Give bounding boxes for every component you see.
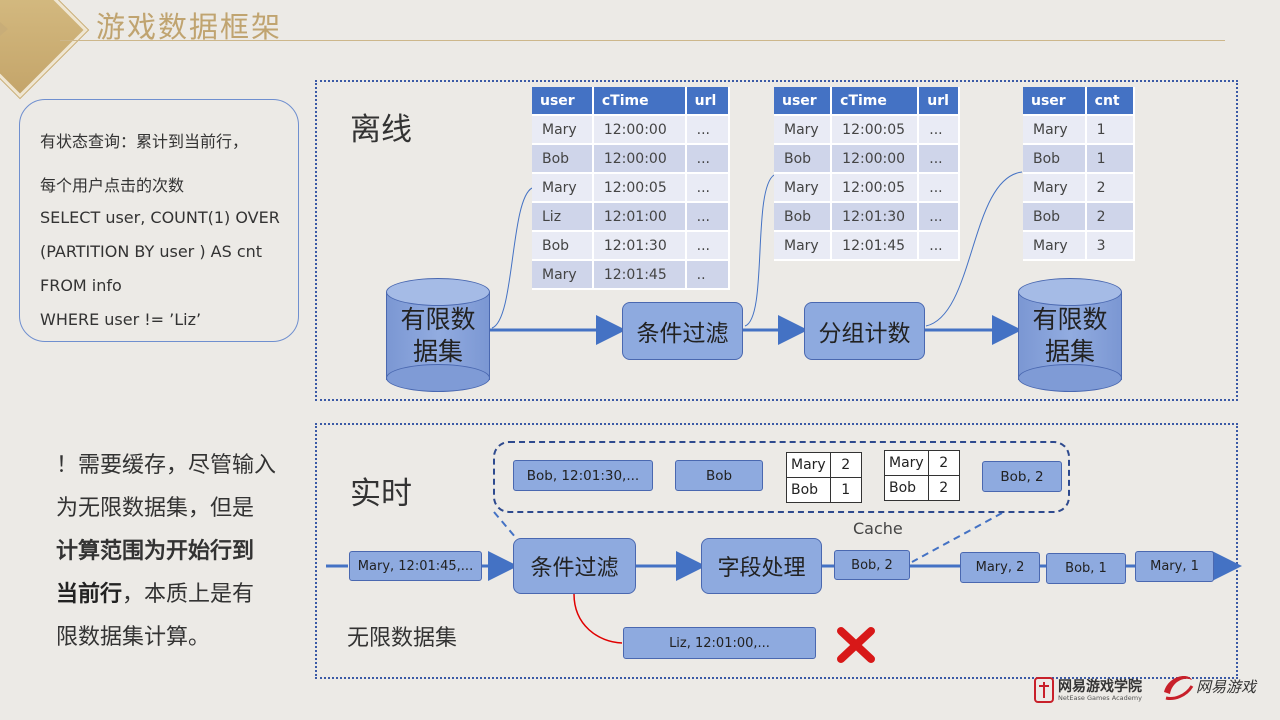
academy-logo-text: 网易游戏学院 [1058,679,1142,695]
query-line: 有状态查询：累计到当前行， [40,132,249,151]
query-line: WHERE user != ’Liz’ [40,310,202,329]
query-line: 每个用户点击的次数 [40,176,185,195]
netease-games-logo-text: 网易游戏 [1196,678,1257,696]
note-line: 限数据集计算。 [56,625,211,650]
note-line: 当前行，本质上是有 [56,582,255,607]
output-chip: Bob, 1 [1046,553,1126,584]
output-chip: Mary, 2 [960,552,1040,583]
offline-filter-box: 条件过滤 [622,302,743,360]
table-header: cTime [831,87,920,116]
note-line: 为无限数据集，但是 [56,496,255,521]
note-line-bold: 计算范围为开始行到 [56,539,255,564]
filtered-out-record-chip: Liz, 12:01:00,... [623,627,816,659]
query-line: SELECT user, COUNT(1) OVER [40,208,280,227]
offline-section [315,80,1238,401]
unbounded-dataset-label: 无限数据集 [347,626,458,651]
table-header: user [774,87,833,116]
output-chip: Mary, 1 [1135,551,1214,582]
table-header: url [685,87,731,116]
cache-container [493,441,1070,513]
source-dataset-cylinder: 有限数据集 [386,278,490,394]
discard-x-icon [837,627,875,663]
cache-label: Cache [853,519,903,538]
cache-record-chip: Bob, 12:01:30,... [513,460,653,491]
realtime-filter-box: 条件过滤 [513,538,636,594]
table-header: user [532,87,594,116]
sink-dataset-cylinder: 有限数据集 [1018,278,1122,394]
page-title: 游戏数据框架 [96,10,283,44]
table-header: cnt [1085,87,1136,116]
realtime-field-processing-box: 字段处理 [701,538,822,594]
academy-logo-icon [1034,677,1054,703]
offline-group-count-box: 分组计数 [804,302,925,360]
header-divider [60,40,1225,41]
note-line: ！需要缓存，尽管输入 [56,453,277,478]
query-line: (PARTITION BY user ) AS cnt [40,242,263,261]
input-record-chip: Mary, 12:01:45,... [349,551,482,581]
emit-chip: Bob, 2 [834,550,910,580]
academy-logo-subtext: NetEase Games Academy [1058,694,1142,702]
offline-title: 离线 [350,112,412,148]
cache-result-chip: Bob, 2 [982,461,1062,492]
cache-key-chip: Bob [675,460,763,491]
table-header: url [918,87,960,116]
header-triangle-icon [0,22,8,36]
netease-games-logo-icon [1164,676,1194,700]
query-box: 有状态查询：累计到当前行， 每个用户点击的次数 SELECT user, COU… [19,99,299,342]
table-header: user [1023,87,1087,116]
realtime-title: 实时 [350,476,412,512]
query-line: FROM info [40,276,122,295]
table-header: cTime [592,87,687,116]
